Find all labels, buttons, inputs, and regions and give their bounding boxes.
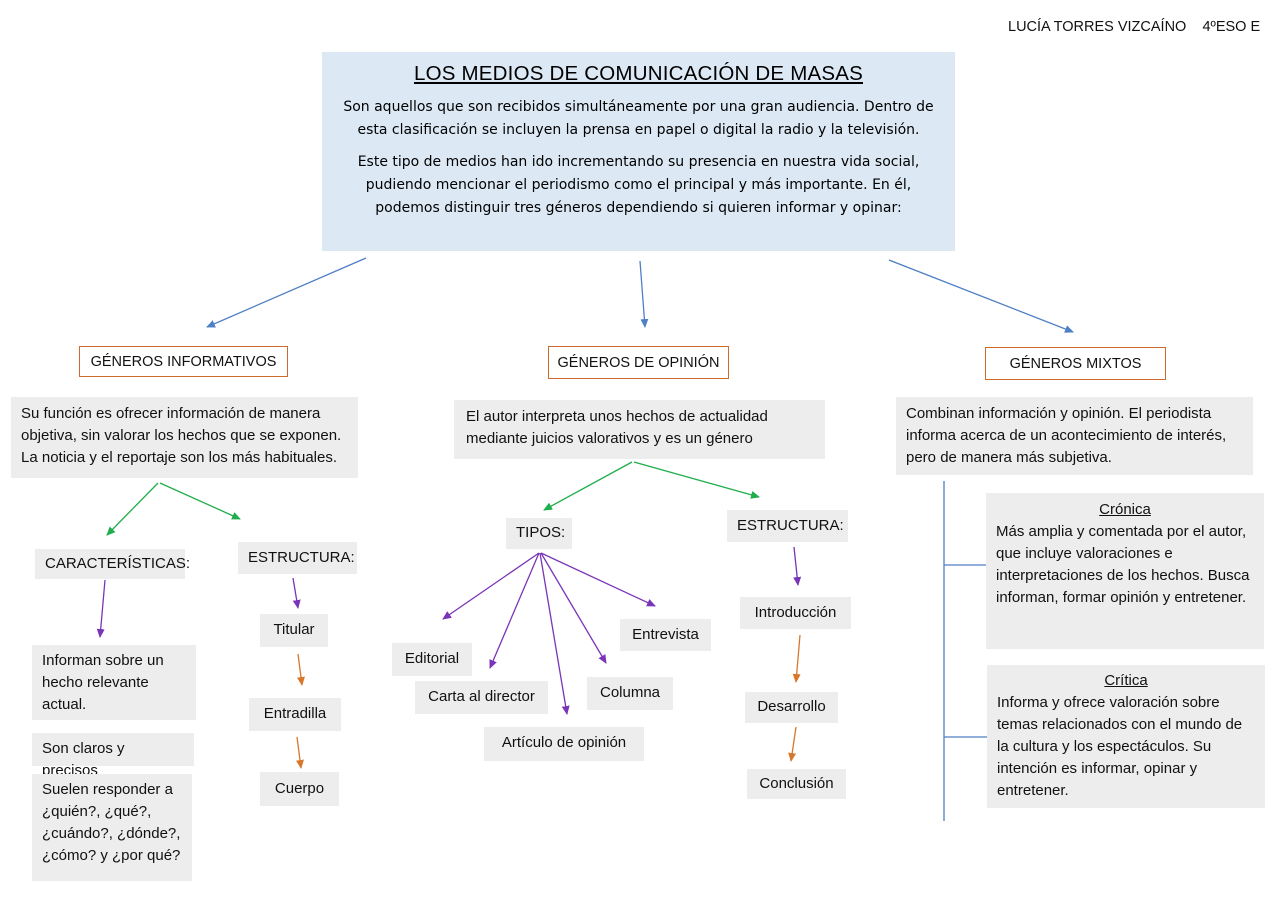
- header-mixtos: GÉNEROS MIXTOS: [985, 347, 1166, 380]
- arrow-main-to-mixtos: [888, 259, 1074, 333]
- estructura-informativos-item: Titular: [260, 614, 328, 647]
- main-paragraph-1: Son aquellos que son recibidos simultáne…: [343, 99, 934, 138]
- estructura-informativos-item: Cuerpo: [260, 772, 339, 806]
- mixtos-description: Combinan información y opinión. El perio…: [896, 397, 1253, 475]
- main-title: LOS MEDIOS DE COMUNICACIÓN DE MASAS: [414, 62, 863, 85]
- estructura-informativos-label: ESTRUCTURA:: [238, 542, 357, 574]
- arrow-titular-entradilla: [297, 653, 305, 686]
- cronica-box: Crónica Más amplia y comentada por el au…: [986, 493, 1264, 649]
- arrow-caracteristicas-down: [96, 579, 106, 638]
- arrow-estructura-opinion-down: [793, 546, 802, 586]
- caracteristicas-label: CARACTERÍSTICAS:: [35, 549, 190, 579]
- arrow-tipos-columna: [540, 552, 607, 664]
- arrow-main-to-informativos: [206, 257, 367, 328]
- arrow-info-to-caracteristicas: [106, 482, 159, 536]
- caracteristica-item: Suelen responder a ¿quién?, ¿qué?, ¿cuán…: [32, 774, 192, 881]
- author-label: LUCÍA TORRES VIZCAÍNO 4ºESO E: [1008, 19, 1261, 35]
- arrow-tipos-articulo: [539, 552, 570, 715]
- tipo-item-editorial: Editorial: [392, 643, 472, 676]
- main-paragraph-2: Este tipo de medios han ido incrementand…: [357, 154, 920, 216]
- arrow-tipos-editorial: [442, 552, 540, 620]
- arrow-estructura-info-down: [292, 577, 301, 609]
- tipos-label: TIPOS:: [506, 518, 572, 549]
- estructura-opinion-item: Desarrollo: [745, 692, 838, 723]
- tipo-item-entrevista: Entrevista: [620, 619, 711, 651]
- arrow-main-to-opinion: [639, 260, 649, 328]
- arrow-tipos-entrevista: [540, 552, 656, 607]
- tipo-item-columna: Columna: [587, 677, 673, 710]
- critica-title: Crítica: [1104, 672, 1148, 689]
- tipo-item-carta: Carta al director: [415, 681, 548, 714]
- critica-box: Crítica Informa y ofrece valoración sobr…: [987, 665, 1265, 808]
- estructura-opinion-item: Conclusión: [747, 769, 846, 799]
- tipo-item-articulo: Artículo de opinión: [484, 727, 644, 761]
- arrow-desarrollo-conclusion: [788, 726, 797, 762]
- critica-text: Informa y ofrece valoración sobre temas …: [997, 694, 1243, 799]
- arrow-tipos-carta: [489, 552, 540, 669]
- arrow-opinion-to-estructura: [633, 461, 760, 499]
- estructura-opinion-item: Introducción: [740, 597, 851, 629]
- main-concept-box: LOS MEDIOS DE COMUNICACIÓN DE MASAS Son …: [322, 52, 955, 251]
- informativos-description: Su función es ofrecer información de man…: [11, 397, 358, 478]
- caracteristica-item: Informan sobre un hecho relevante actual…: [32, 645, 196, 720]
- arrow-opinion-to-tipos: [543, 461, 633, 511]
- cronica-text: Más amplia y comentada por el autor, que…: [996, 523, 1250, 606]
- estructura-opinion-label: ESTRUCTURA:: [727, 510, 848, 542]
- arrow-introduccion-desarrollo: [792, 634, 801, 683]
- header-opinion: GÉNEROS DE OPINIÓN: [548, 346, 729, 379]
- arrow-info-to-estructura: [159, 482, 241, 520]
- cronica-title: Crónica: [1099, 501, 1151, 518]
- header-informativos: GÉNEROS INFORMATIVOS: [79, 346, 288, 377]
- arrow-entradilla-cuerpo: [296, 736, 304, 769]
- estructura-informativos-item: Entradilla: [249, 698, 341, 731]
- caracteristica-item: Son claros y precisos: [32, 733, 194, 779]
- opinion-description: El autor interpreta unos hechos de actua…: [454, 400, 825, 459]
